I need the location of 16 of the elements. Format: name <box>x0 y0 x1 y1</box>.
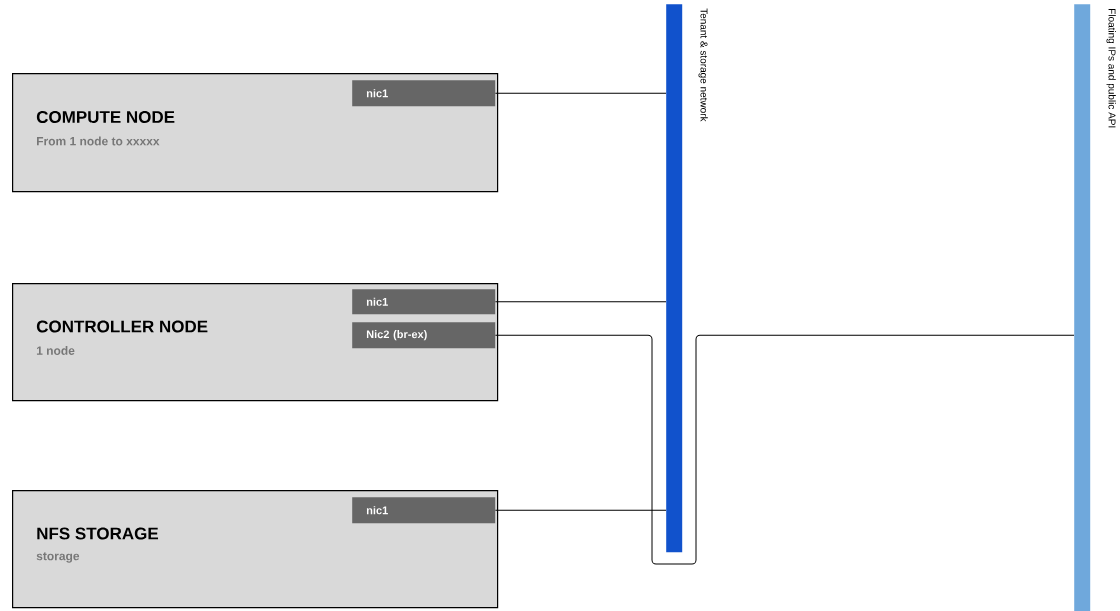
nic-label: nic1 <box>352 289 496 315</box>
connector-line <box>494 334 1075 565</box>
node-subtitle: 1 node <box>36 346 75 355</box>
nic-label: Nic2 (br-ex) <box>352 322 496 349</box>
network-label: Floating IPs and public API <box>1106 9 1116 128</box>
node-title: COMPUTE NODE <box>36 111 175 124</box>
node-title: NFS STORAGE <box>37 527 159 540</box>
nic-label: nic1 <box>352 80 496 107</box>
node-subtitle: From 1 node to xxxxx <box>37 136 160 146</box>
network-label: Tenant & storage network <box>698 8 708 122</box>
node-title: CONTROLLER NODE <box>36 320 208 333</box>
nic-label: nic1 <box>352 497 496 524</box>
node-subtitle: storage <box>36 552 80 563</box>
connector-line <box>494 509 667 511</box>
connector-line <box>494 92 667 94</box>
connector-line <box>494 301 667 303</box>
